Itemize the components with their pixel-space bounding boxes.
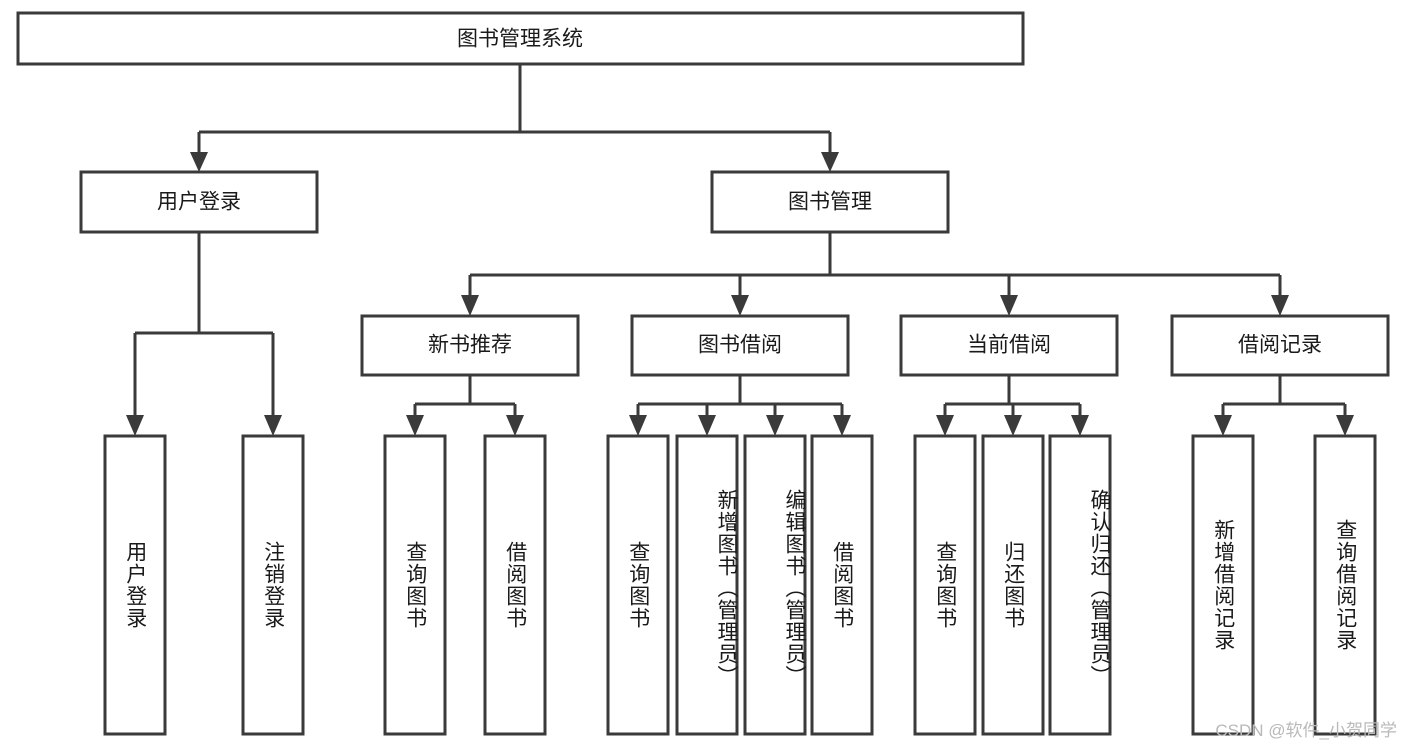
leaf-box-user-login[interactable] — [103, 434, 167, 736]
node-borrow-record-label: 借阅记录 — [1238, 334, 1322, 357]
leaf-box-query-borrow-record[interactable] — [1313, 434, 1377, 736]
leaf-box-confirm-return-admin[interactable] — [1048, 434, 1112, 736]
leaf-box-add-book-admin[interactable] — [675, 434, 739, 736]
node-current-borrow[interactable] — [899, 314, 1119, 377]
connectors-borrow-to-leaves — [629, 375, 851, 436]
node-book-borrow[interactable] — [630, 314, 850, 377]
connectors-current-to-leaves — [936, 375, 1089, 436]
connectors-bookmgmt-to-level2 — [461, 232, 1289, 316]
leaf-box-query-book-recommend[interactable] — [383, 434, 447, 736]
leaf-box-edit-book-admin[interactable] — [743, 434, 807, 736]
node-new-book-recommend-label: 新书推荐 — [428, 334, 512, 357]
connectors-newbook-to-leaves — [406, 375, 524, 436]
node-user-login-label: 用户登录 — [157, 191, 241, 214]
leaf-box-borrow-book[interactable] — [810, 434, 874, 736]
node-book-borrow-label: 图书借阅 — [698, 334, 782, 357]
node-current-borrow-label: 当前借阅 — [967, 334, 1051, 357]
node-root[interactable] — [16, 11, 1025, 66]
node-book-management-label: 图书管理 — [788, 191, 872, 214]
node-user-login[interactable] — [79, 170, 319, 234]
leaf-box-add-borrow-record[interactable] — [1191, 434, 1255, 736]
leaf-box-query-book-borrow[interactable] — [606, 434, 670, 736]
leaf-box-borrow-book-recommend[interactable] — [483, 434, 547, 736]
leaf-box-logout[interactable] — [241, 434, 305, 736]
leaf-box-return-book[interactable] — [981, 434, 1045, 736]
connectors-booklogin-to-leaves — [126, 232, 282, 436]
node-book-management[interactable] — [710, 170, 950, 234]
connectors-record-to-leaves — [1214, 375, 1354, 436]
connectors-root-to-level1 — [190, 64, 839, 172]
leaf-box-query-book-current[interactable] — [913, 434, 977, 736]
csdn-watermark: CSDN @软件_小贺同学 — [1215, 721, 1397, 740]
node-borrow-record[interactable] — [1170, 314, 1390, 377]
node-root-label: 图书管理系统 — [457, 28, 583, 51]
node-new-book-recommend[interactable] — [360, 314, 580, 377]
